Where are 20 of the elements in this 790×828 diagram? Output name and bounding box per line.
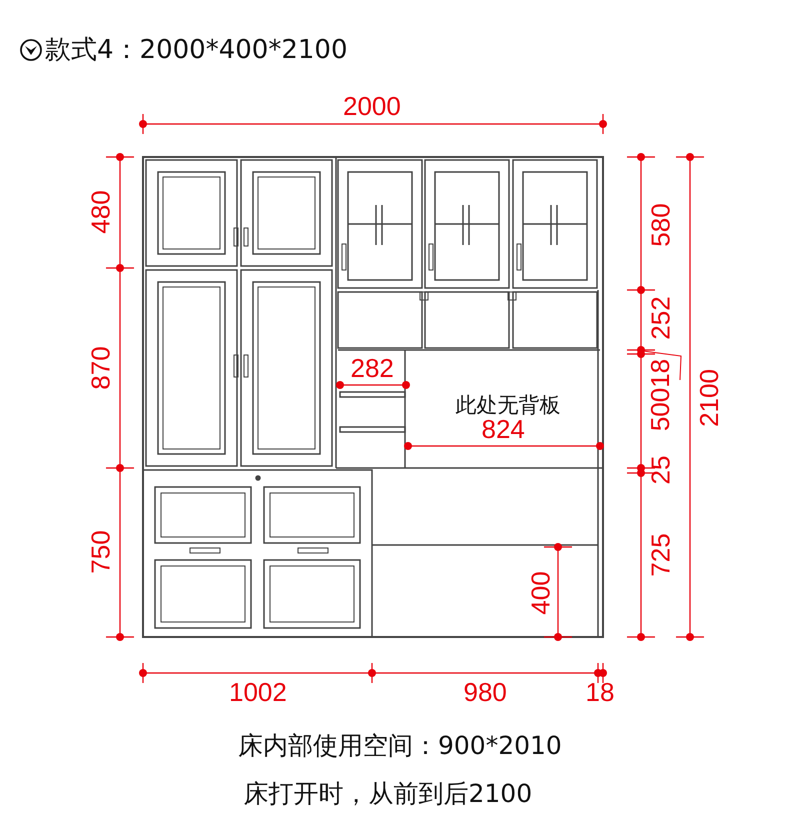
dimension-label: 50018 bbox=[647, 358, 674, 432]
dimension-label: 2100 bbox=[696, 369, 722, 427]
dimension-label: 980 bbox=[464, 679, 507, 705]
dimension-label: 25 bbox=[646, 456, 673, 484]
dimension-label: 824 bbox=[482, 416, 525, 442]
dimension-label: 18 bbox=[586, 679, 614, 705]
dimension-label: 480 bbox=[87, 190, 114, 234]
dimension-label: 1002 bbox=[229, 679, 287, 705]
dimension-label: 400 bbox=[527, 571, 554, 615]
dimension-label: 252 bbox=[647, 296, 674, 340]
heading: 款式4：2000*400*2100 bbox=[45, 37, 348, 63]
caption: 床内部使用空间：900*2010 bbox=[238, 732, 562, 758]
dimension-label: 750 bbox=[87, 530, 114, 574]
dimension-label: 282 bbox=[350, 355, 394, 381]
dimension-label: 580 bbox=[647, 203, 674, 247]
caption: 床打开时，从前到后2100 bbox=[244, 780, 532, 806]
note-text: 此处无背板 bbox=[456, 394, 560, 416]
dimension-label: 725 bbox=[647, 533, 674, 577]
dimension-label: 2000 bbox=[343, 93, 401, 119]
dimension-label: 870 bbox=[87, 346, 114, 390]
